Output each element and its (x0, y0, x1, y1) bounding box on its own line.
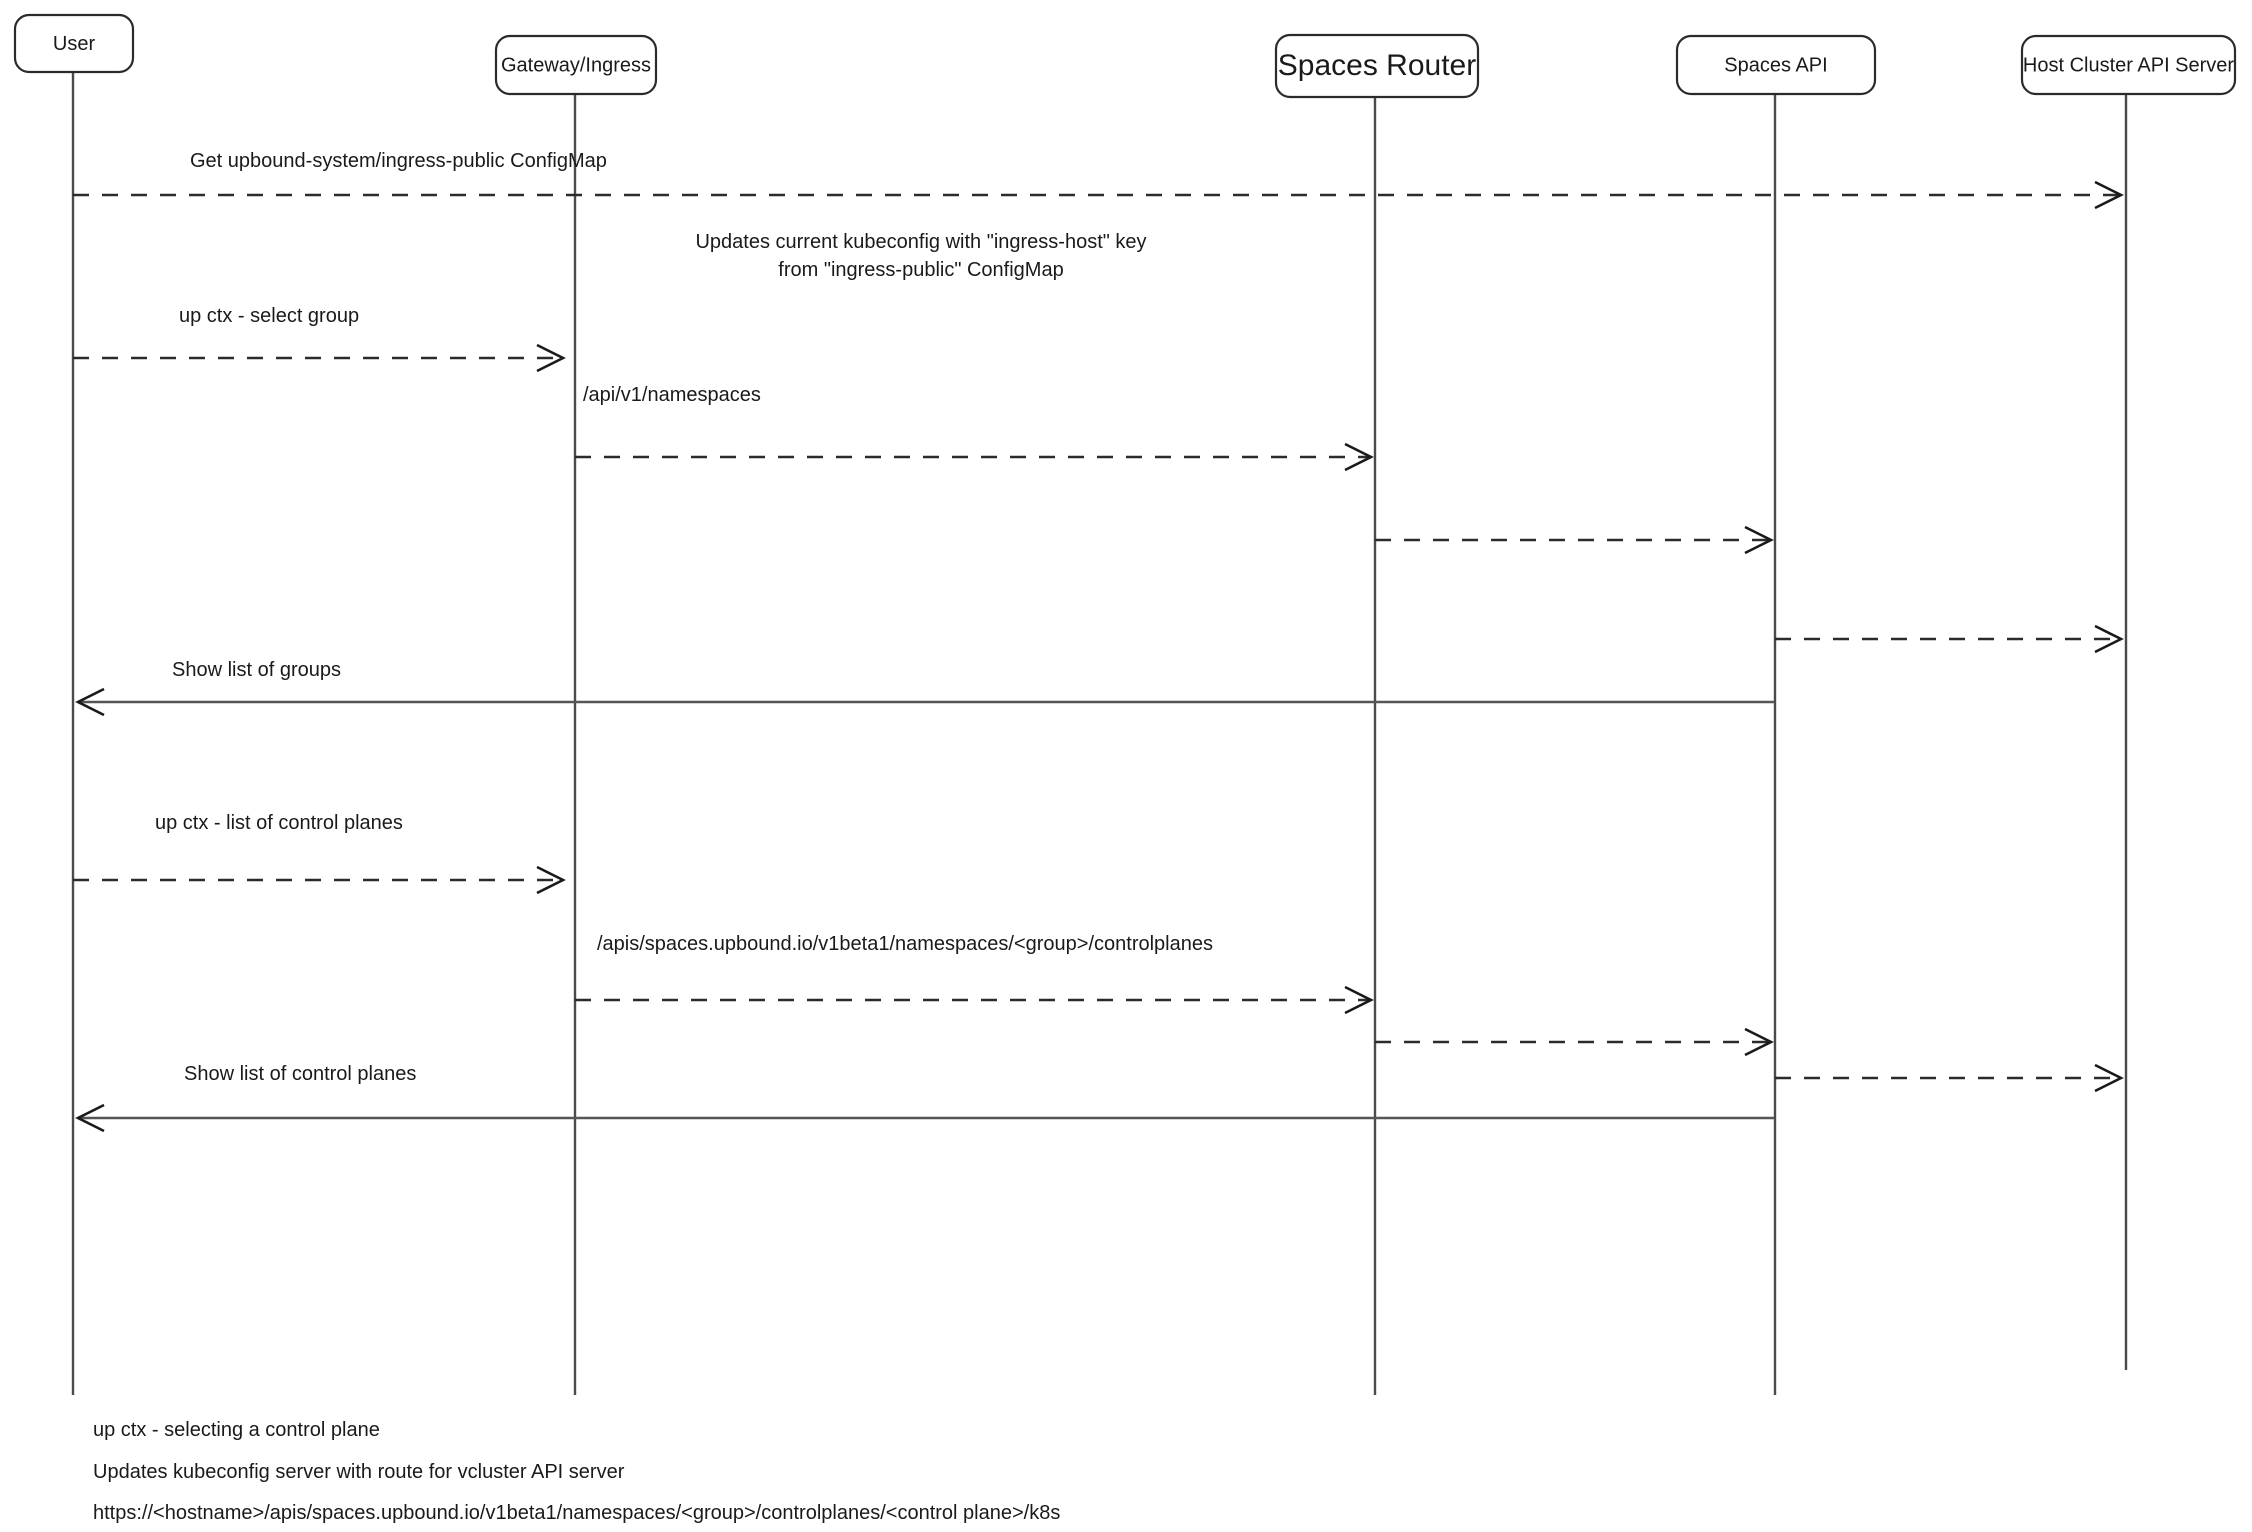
arrow-icon-msg-apis-controlplanes (1344, 985, 1374, 1015)
arrow-icon-msg-show-list-of-groups (75, 687, 105, 717)
message-label-msg-show-list-of-control-planes: Show list of control planes (184, 1063, 416, 1085)
footer-url: https://<hostname>/apis/spaces.upbound.i… (93, 1502, 1060, 1524)
message-msg-show-list-of-control-planes[interactable]: Show list of control planes (75, 1063, 1775, 1133)
message-msg-get-configmap[interactable]: Get upbound-system/ingress-public Config… (73, 150, 2124, 210)
participant-gateway[interactable]: Gateway/Ingress (494, 34, 658, 96)
arrow-icon-msg-router-to-spaces-api (1744, 525, 1774, 555)
participant-label-gateway: Gateway/Ingress (501, 54, 651, 76)
notes-layer: Updates current kubeconfig with "ingress… (695, 231, 1146, 281)
lifelines-layer (71, 72, 2128, 1395)
participant-user[interactable]: User (13, 13, 135, 74)
arrow-icon-msg-show-list-of-control-planes (75, 1103, 105, 1133)
participant-label-router: Spaces Router (1278, 49, 1476, 82)
participant-router[interactable]: Spaces Router (1274, 33, 1480, 99)
participant-host_api[interactable]: Host Cluster API Server (2020, 34, 2237, 96)
message-msg-up-ctx-select-group[interactable]: up ctx - select group (73, 305, 566, 373)
message-label-msg-get-configmap: Get upbound-system/ingress-public Config… (190, 150, 607, 172)
message-msg-router-to-spaces-api[interactable] (1375, 525, 1774, 555)
note-line-1: Updates current kubeconfig with "ingress… (695, 231, 1146, 253)
note-note-kubeconfig-update: Updates current kubeconfig with "ingress… (695, 231, 1146, 281)
participant-label-user: User (53, 33, 96, 55)
participant-box-router (1274, 33, 1480, 99)
note-line-2: from "ingress-public" ConfigMap (778, 259, 1063, 281)
message-msg-show-list-of-groups[interactable]: Show list of groups (75, 659, 1775, 717)
message-msg-router-to-spaces-api-2[interactable] (1375, 1027, 1774, 1057)
message-msg-spaces-api-to-host[interactable] (1775, 624, 2124, 654)
footer-kubeconfig-route: Updates kubeconfig server with route for… (93, 1461, 625, 1483)
message-label-msg-api-v1-namespaces: /api/v1/namespaces (583, 384, 761, 406)
footer-up-ctx-select: up ctx - selecting a control plane (93, 1419, 380, 1441)
message-msg-spaces-api-to-host-2[interactable] (1775, 1063, 2124, 1093)
participant-label-spaces_api: Spaces API (1724, 54, 1827, 76)
arrow-icon-msg-up-ctx-select-group (536, 343, 566, 373)
message-label-msg-up-ctx-select-group: up ctx - select group (179, 305, 359, 327)
message-label-msg-apis-controlplanes: /apis/spaces.upbound.io/v1beta1/namespac… (597, 933, 1213, 955)
arrow-icon-msg-router-to-spaces-api-2 (1744, 1027, 1774, 1057)
participant-label-host_api: Host Cluster API Server (2023, 54, 2235, 76)
arrow-icon-msg-spaces-api-to-host-2 (2094, 1063, 2124, 1093)
participant-box-host_api (2020, 34, 2237, 96)
message-msg-apis-controlplanes[interactable]: /apis/spaces.upbound.io/v1beta1/namespac… (575, 933, 1374, 1015)
message-label-msg-up-ctx-list-control-planes: up ctx - list of control planes (155, 812, 403, 834)
message-label-msg-show-list-of-groups: Show list of groups (172, 659, 341, 681)
arrow-icon-msg-get-configmap (2094, 180, 2124, 210)
participant-spaces_api[interactable]: Spaces API (1675, 34, 1877, 96)
message-msg-api-v1-namespaces[interactable]: /api/v1/namespaces (575, 384, 1374, 472)
participant-box-user (13, 13, 135, 74)
message-msg-up-ctx-list-control-planes[interactable]: up ctx - list of control planes (73, 812, 566, 895)
messages-layer: Get upbound-system/ingress-public Config… (73, 150, 2124, 1133)
participant-box-gateway (494, 34, 658, 96)
participant-box-spaces_api (1675, 34, 1877, 96)
arrow-icon-msg-spaces-api-to-host (2094, 624, 2124, 654)
arrow-icon-msg-up-ctx-list-control-planes (536, 865, 566, 895)
arrow-icon-msg-api-v1-namespaces (1344, 442, 1374, 472)
footer-layer: up ctx - selecting a control planeUpdate… (93, 1419, 1060, 1524)
